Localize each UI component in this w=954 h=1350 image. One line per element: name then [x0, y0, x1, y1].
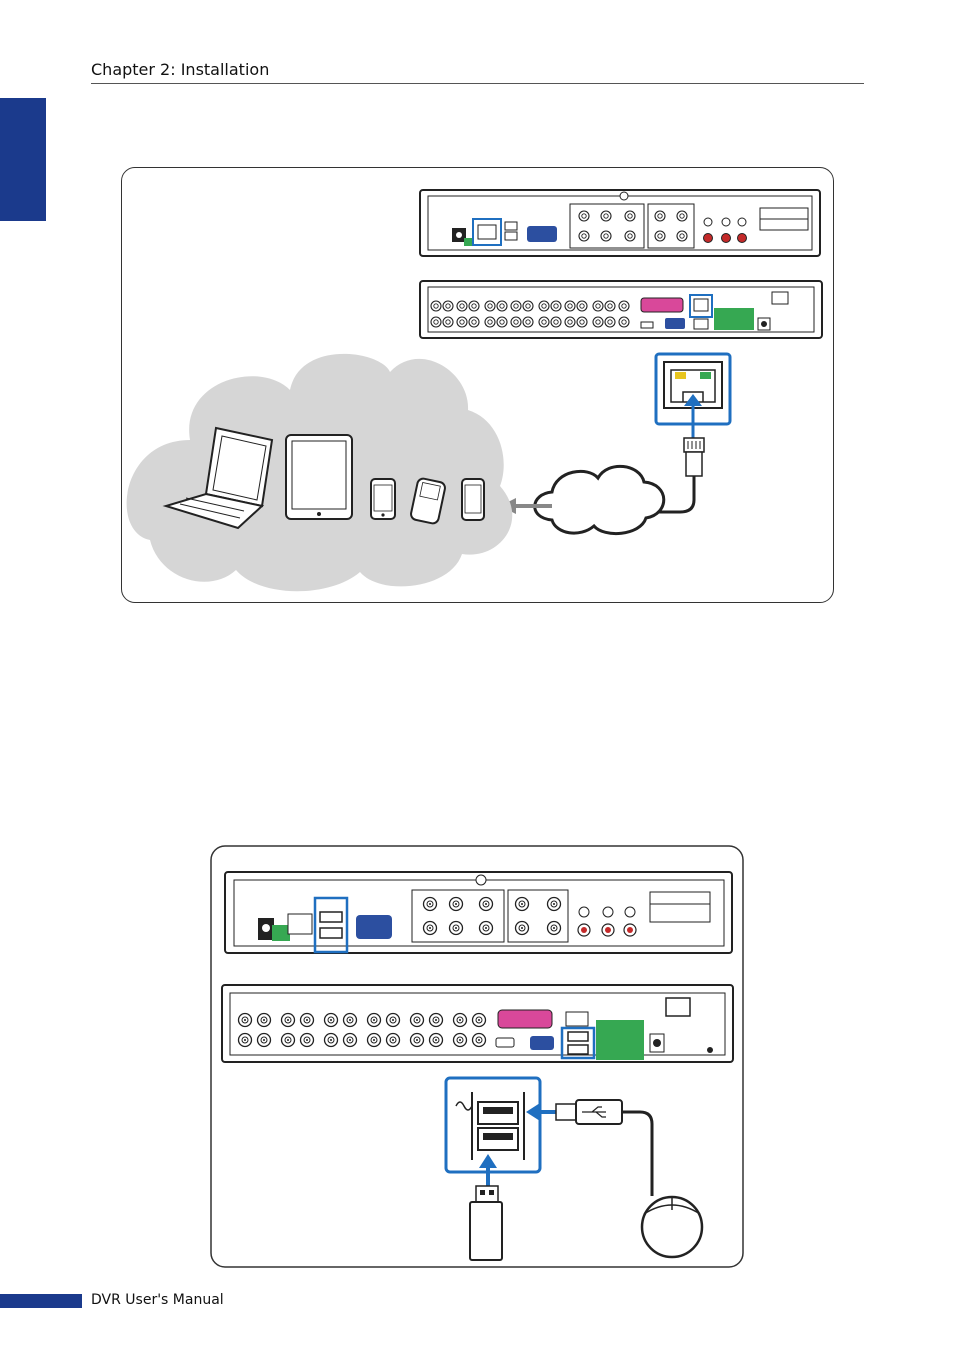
cloud-icon	[535, 466, 664, 533]
tablet-icon	[286, 435, 352, 519]
dvr-compact-rear-panel-usb	[225, 872, 732, 953]
dvr-large-rear-panel-usb	[222, 985, 733, 1062]
phone-icon	[371, 479, 395, 519]
footer-bar	[0, 1294, 82, 1308]
client-devices-cloud	[127, 354, 513, 591]
footer-manual-title: DVR User's Manual	[91, 1292, 224, 1308]
dvr-compact-rear-panel	[420, 190, 820, 256]
dvr-large-rear-panel	[420, 281, 822, 338]
mobile-icon	[462, 479, 484, 520]
mouse-icon	[642, 1197, 702, 1257]
